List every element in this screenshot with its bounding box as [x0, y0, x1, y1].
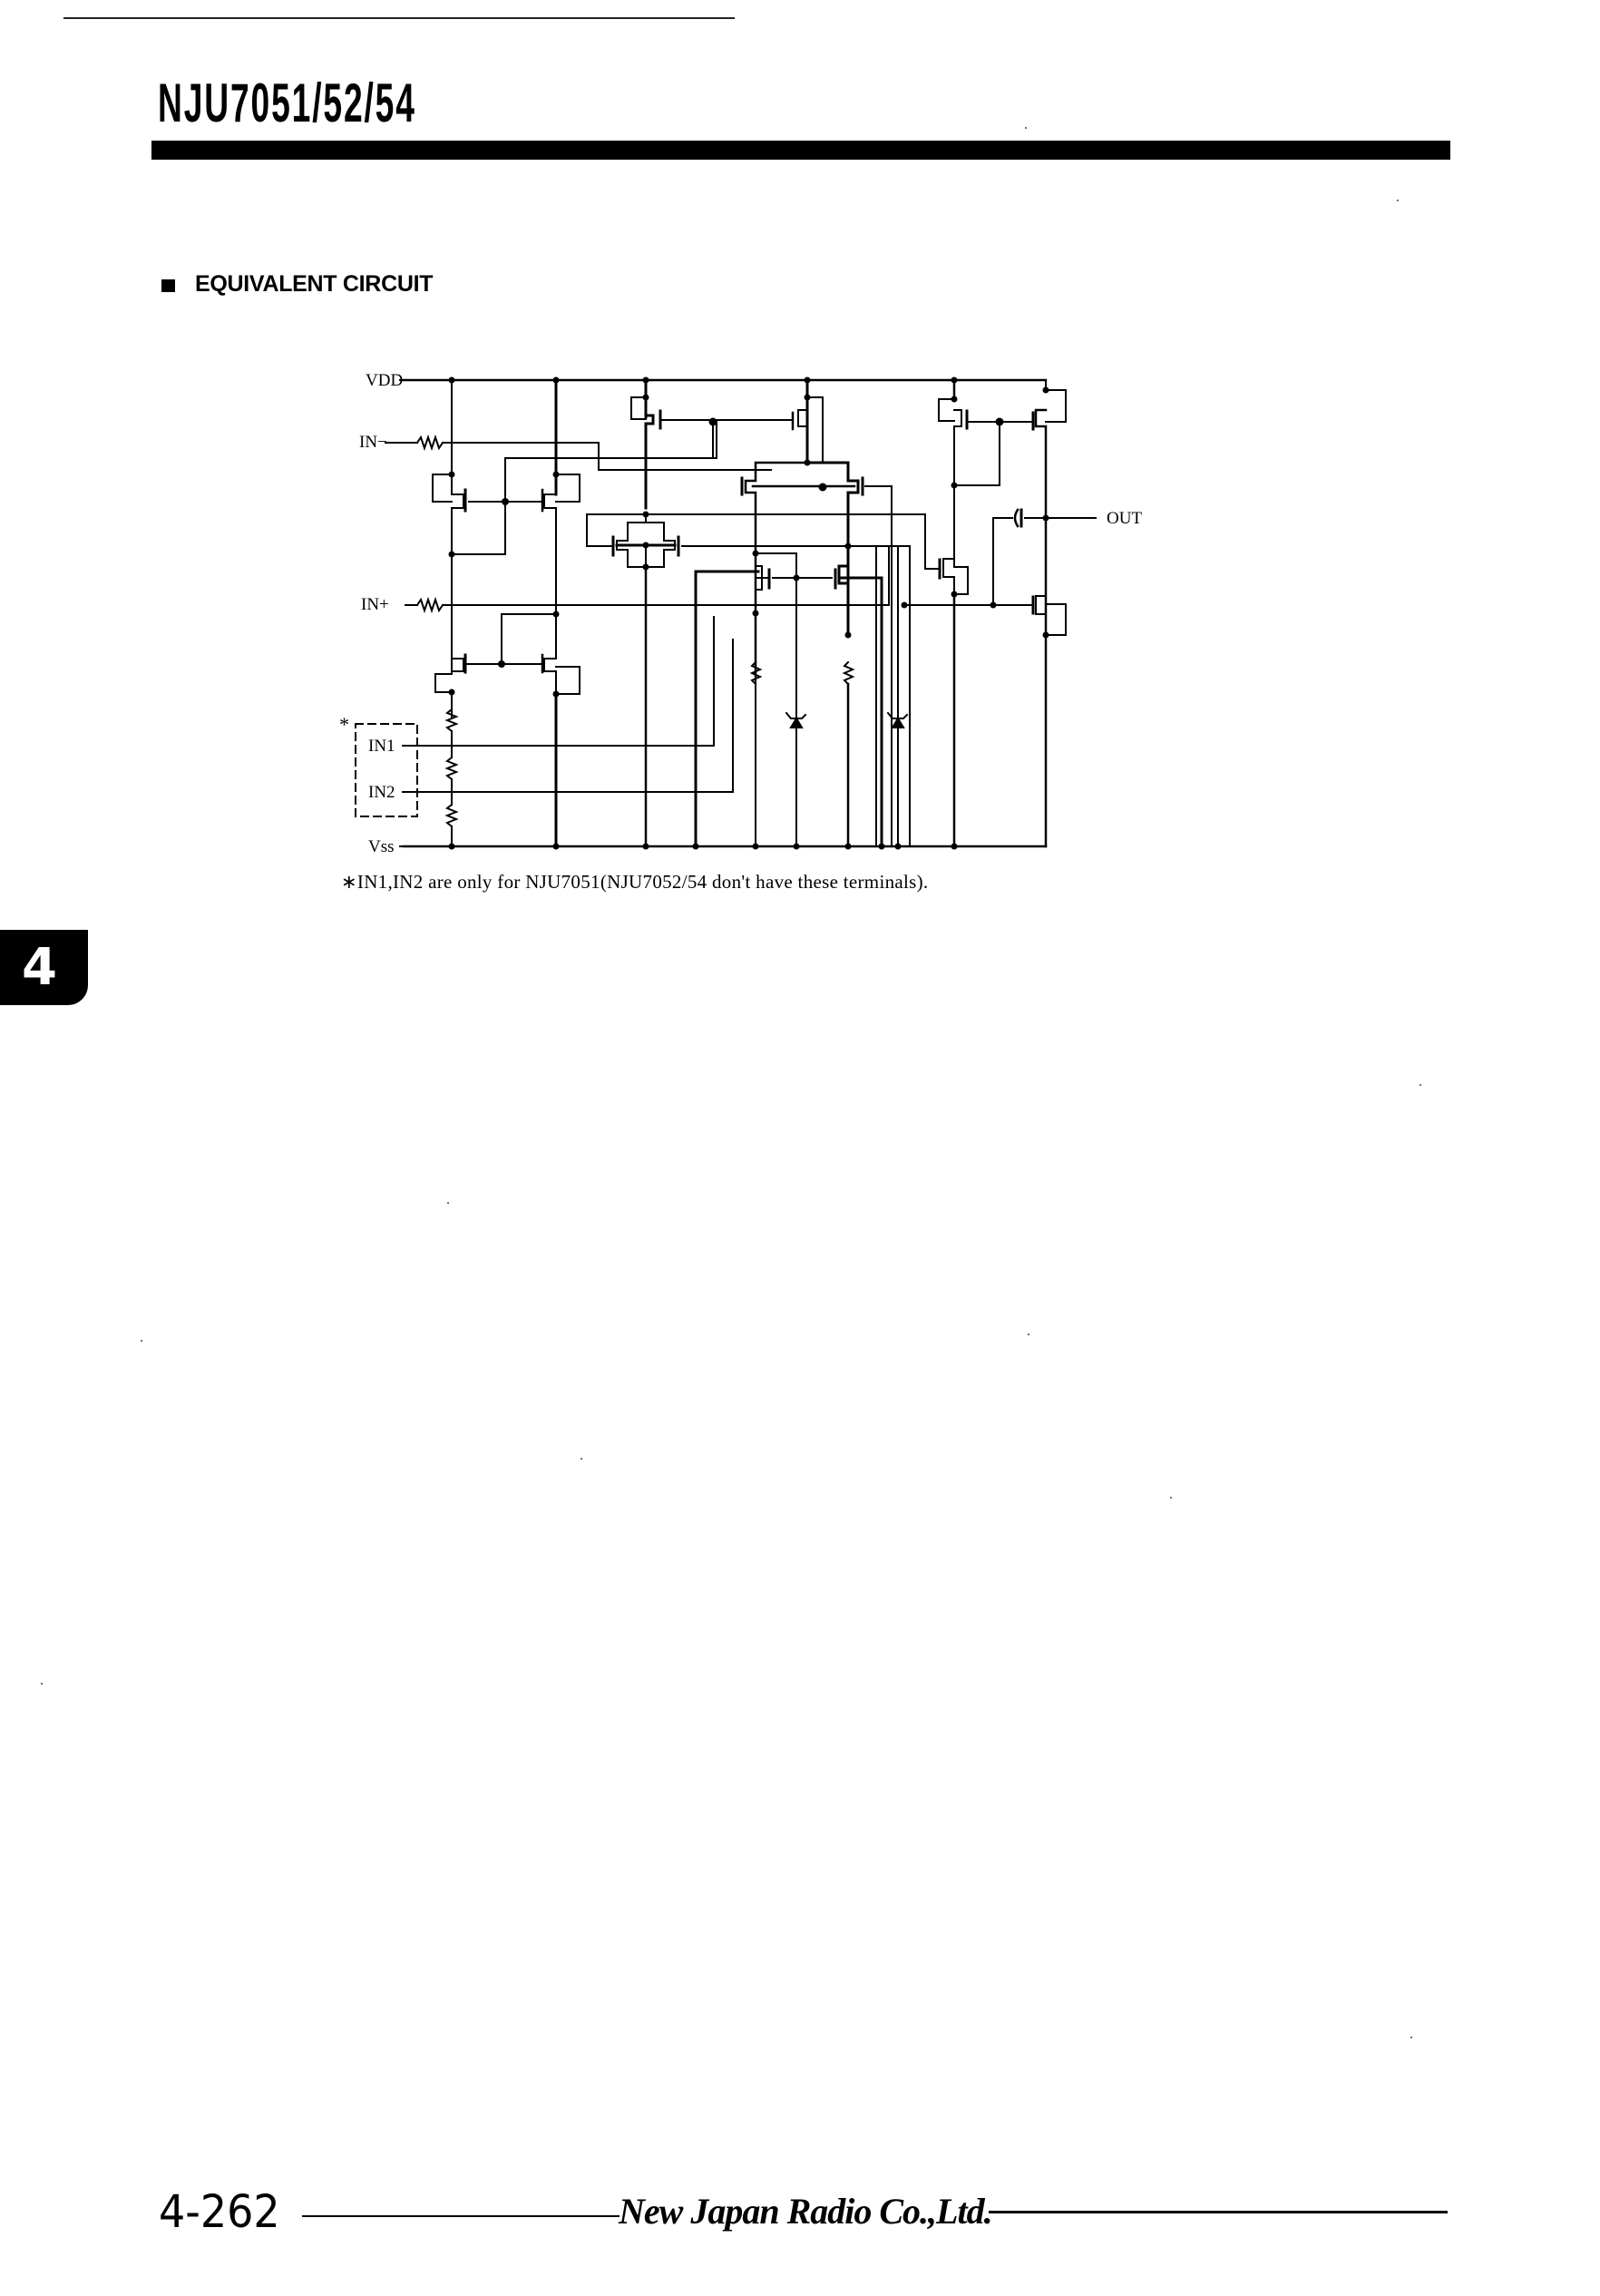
scan-speck — [1028, 1334, 1029, 1335]
scan-speck — [447, 1202, 449, 1204]
in-minus-label: IN− — [359, 433, 387, 452]
scan-speck — [1420, 1084, 1421, 1086]
vdd-label: VDD — [366, 371, 403, 390]
chapter-tab: 4 — [0, 930, 88, 1005]
black-square-bullet-icon — [161, 279, 175, 292]
company-logotype: New Japan Radio Co.,Ltd. — [619, 2191, 993, 2232]
title-underline-bar — [151, 141, 1450, 160]
scan-speck — [580, 1458, 582, 1460]
in-plus-label: IN+ — [361, 595, 389, 614]
asterisk-marker: * — [339, 713, 349, 736]
scan-top-rule — [63, 17, 735, 19]
chapter-tab-number: 4 — [22, 937, 57, 997]
scan-speck — [1025, 127, 1027, 129]
section-heading: EQUIVALENT CIRCUIT — [161, 271, 434, 298]
footer-rule-left — [302, 2215, 620, 2217]
in2-label: IN2 — [368, 783, 395, 802]
scan-speck — [1410, 2037, 1412, 2038]
page-number: 4-262 — [159, 2185, 280, 2238]
in1-label: IN1 — [368, 737, 395, 756]
scan-speck — [141, 1340, 142, 1342]
scan-speck — [41, 1683, 43, 1685]
page-title: NJU7051/52/54 — [158, 73, 416, 133]
out-label: OUT — [1107, 509, 1142, 528]
section-heading-text: EQUIVALENT CIRCUIT — [195, 271, 434, 297]
scan-speck — [1397, 200, 1399, 201]
equivalent-circuit-diagram: VDD IN− IN+ IN1 IN2 Vss OUT * — [339, 371, 1142, 856]
circuit-footnote: ∗IN1,IN2 are only for NJU7051(NJU7052/54… — [341, 871, 929, 893]
footer-rule-right — [989, 2211, 1448, 2213]
scan-speck — [1170, 1497, 1172, 1499]
vss-label: Vss — [368, 837, 395, 856]
